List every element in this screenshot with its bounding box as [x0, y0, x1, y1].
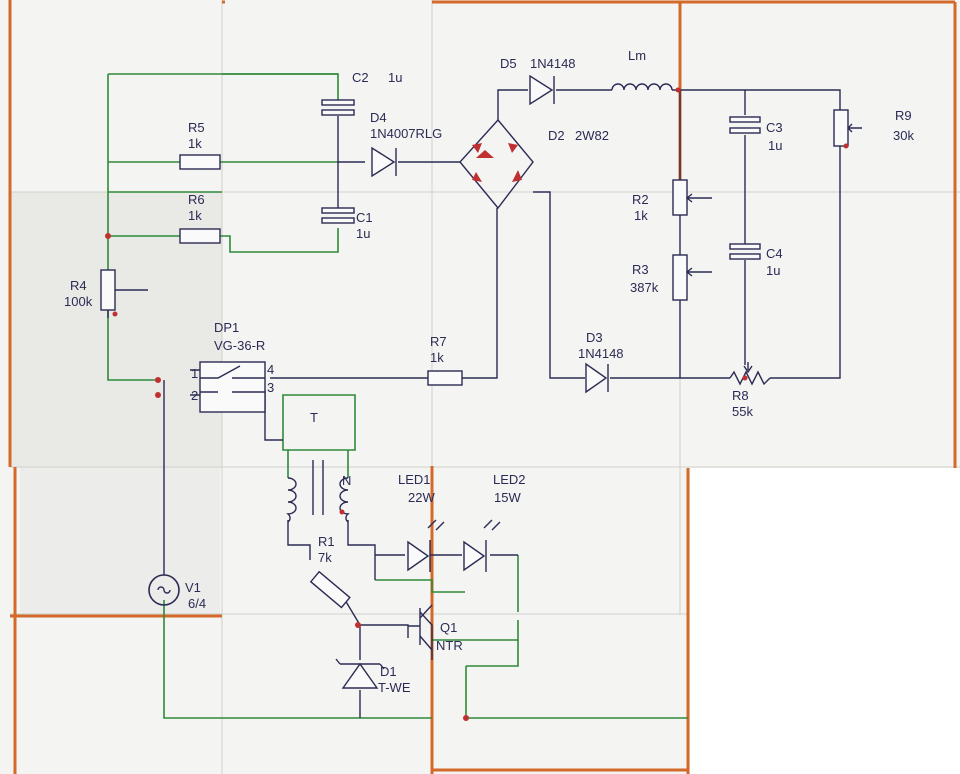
diode-d5: [529, 74, 555, 106]
dp1-label: DP1: [214, 320, 239, 335]
r4-label: R4: [70, 278, 87, 293]
r7-label: R7: [430, 334, 447, 349]
c2-value: 1u: [388, 70, 402, 85]
r9-value: 30k: [893, 128, 914, 143]
c2-label: C2: [352, 70, 369, 85]
q1-value: NTR: [436, 638, 463, 653]
resistor-r1: [309, 570, 351, 609]
dark-wires: [107, 89, 841, 718]
d2-value: 2W82: [575, 128, 609, 143]
component-labels: C2 1u D5 1N4148 Lm R5 1k D4 1N4007RLG D2…: [64, 48, 914, 695]
transformer-t: [286, 460, 350, 523]
d3-label: D3: [586, 330, 603, 345]
r6-label: R6: [188, 192, 205, 207]
resistor-r6: [179, 228, 221, 244]
r6-value: 1k: [188, 208, 202, 223]
r5-label: R5: [188, 120, 205, 135]
c4-value: 1u: [766, 263, 780, 278]
r1-value: 7k: [318, 550, 332, 565]
inductor-label: Lm: [628, 48, 646, 63]
c4-label: C4: [766, 246, 783, 261]
led-2: [463, 519, 501, 572]
c3-value: 1u: [768, 138, 782, 153]
capacitor-c1: [321, 207, 355, 224]
c3-label: C3: [766, 120, 783, 135]
r3-value: 387k: [630, 280, 659, 295]
r9-wiper-arrow: [847, 123, 862, 133]
d2-label: D2: [548, 128, 565, 143]
bridge-rectifier-d2: [459, 118, 534, 210]
led2-label: LED2: [493, 472, 526, 487]
dp1-value: VG-36-R: [214, 338, 265, 353]
d4-value: 1N4007RLG: [370, 126, 442, 141]
c1-value: 1u: [356, 226, 370, 241]
inductor-lm: [611, 83, 673, 91]
relay-dp1: [190, 361, 266, 413]
d3-value: 1N4148: [578, 346, 624, 361]
r8-value: 55k: [732, 404, 753, 419]
led2-value: 15W: [494, 490, 521, 505]
q1-label: Q1: [440, 620, 457, 635]
junction-dots: [105, 87, 849, 721]
r2-value: 1k: [634, 208, 648, 223]
r2-wiper-arrow: [685, 193, 712, 203]
d5-value: 1N4148: [530, 56, 576, 71]
r3-label: R3: [632, 262, 649, 277]
v1-value: 6/4: [188, 596, 206, 611]
resistor-r4: [100, 269, 116, 311]
d1-label: D1: [380, 664, 397, 679]
r4-value: 100k: [64, 294, 93, 309]
capacitor-c4: [729, 243, 761, 260]
voltage-source-v1: [148, 574, 180, 606]
r8-label: R8: [732, 388, 749, 403]
dp1-pin-2: 2: [191, 388, 198, 403]
resistor-r2: [672, 179, 688, 216]
d4-label: D4: [370, 110, 387, 125]
r5-value: 1k: [188, 136, 202, 151]
d1-value: T-WE: [378, 680, 411, 695]
r1-label: R1: [318, 534, 335, 549]
d5-label: D5: [500, 56, 517, 71]
capacitor-c3: [729, 116, 761, 134]
led1-value: 22W: [408, 490, 435, 505]
r2-label: R2: [632, 192, 649, 207]
t-dot-label: N: [342, 473, 351, 488]
led1-label: LED1: [398, 472, 431, 487]
resistor-r9: [833, 109, 849, 147]
orange-frame: [8, 0, 957, 774]
v1-label: V1: [185, 580, 201, 595]
dp1-pin-1: 1: [191, 366, 198, 381]
diode-d3: [585, 362, 609, 394]
led-1: [407, 519, 445, 572]
resistor-r3: [672, 254, 688, 301]
dp1-pin-3: 3: [267, 380, 274, 395]
diode-d4: [371, 146, 397, 178]
r3-wiper-arrow: [685, 267, 712, 277]
r7-value: 1k: [430, 350, 444, 365]
green-wires: [107, 73, 688, 719]
r9-label: R9: [895, 108, 912, 123]
r8-wiper-arrow: [743, 362, 753, 374]
resistor-r8: [729, 370, 771, 386]
capacitor-c2: [321, 99, 355, 116]
zener-d1: [335, 658, 385, 689]
resistor-r7: [427, 370, 463, 386]
dp1-pin-4: 4: [267, 362, 274, 377]
resistor-r5: [179, 154, 221, 170]
t-label: T: [310, 410, 318, 425]
transistor-q1: [408, 604, 433, 651]
c1-label: C1: [356, 210, 373, 225]
